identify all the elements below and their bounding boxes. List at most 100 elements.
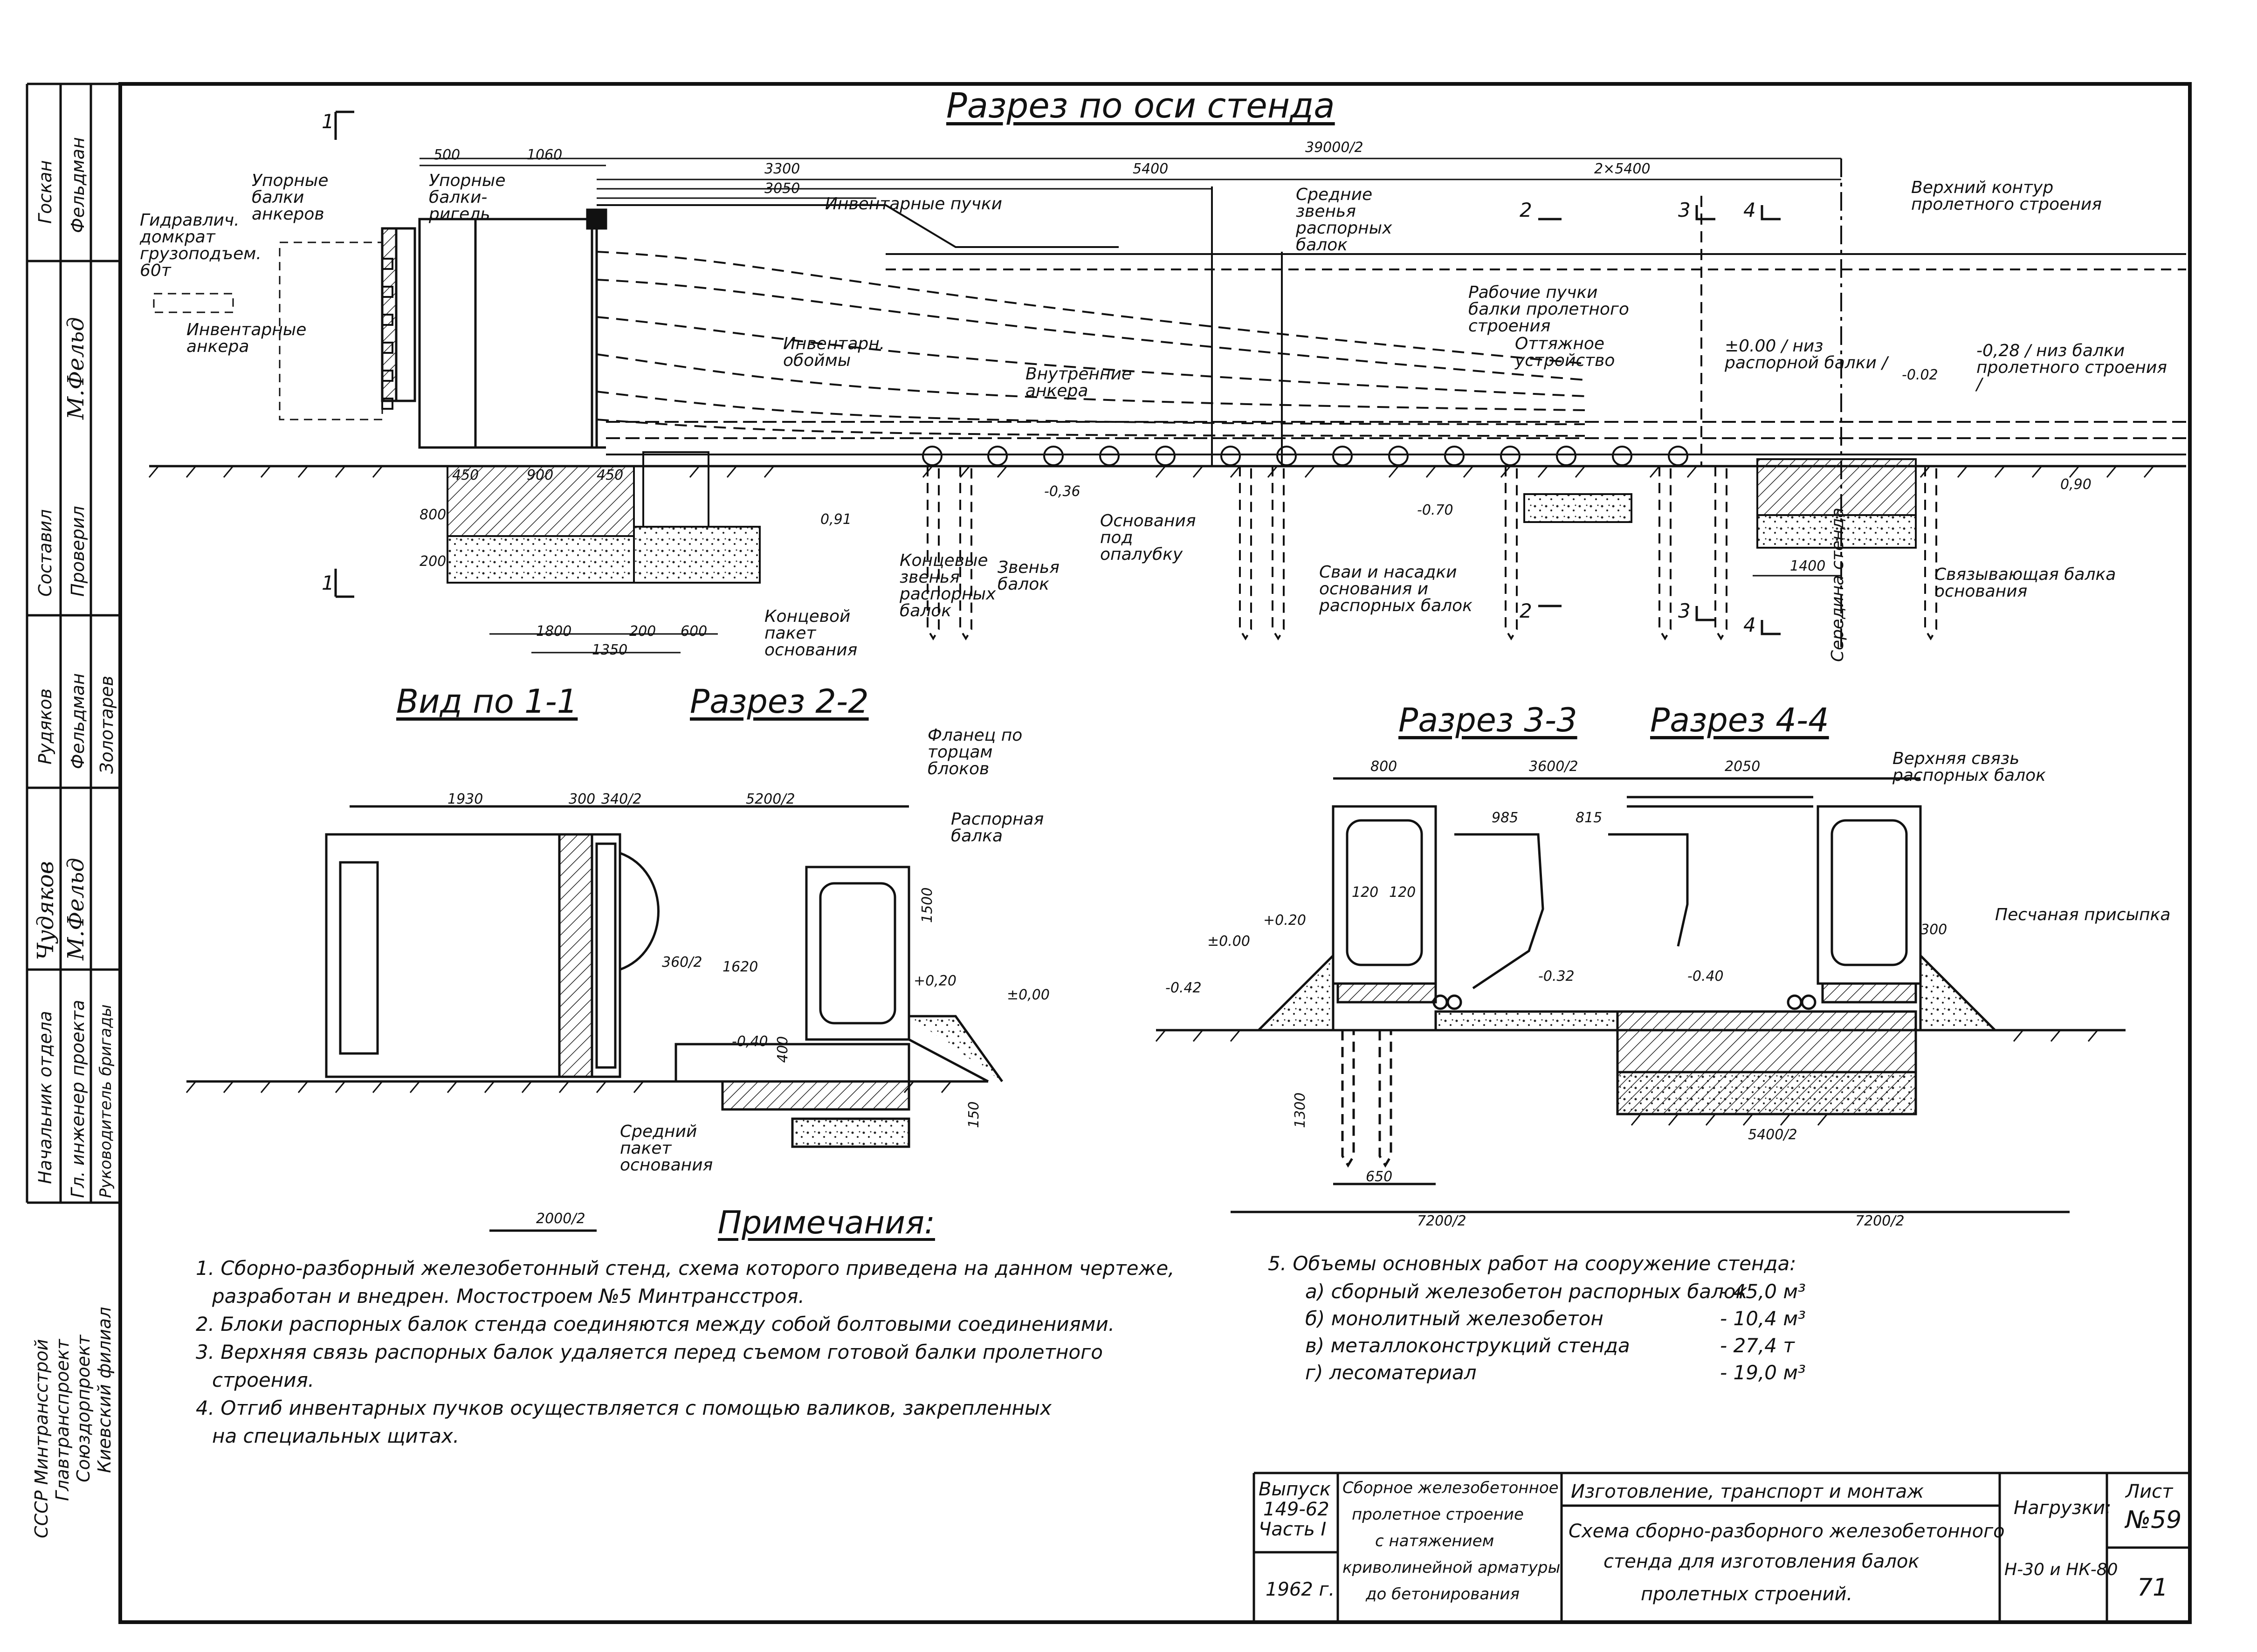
mark-4-bot: 4 xyxy=(1743,613,1756,636)
label-level-090: 0,90 xyxy=(2060,476,2092,493)
view-1-1-linework xyxy=(186,805,1004,1232)
piles xyxy=(927,466,1937,640)
v11-dim-5200: 5200/2 xyxy=(746,791,795,807)
dim-200: 200 xyxy=(420,553,447,570)
stamp-name-zolotarev: Золотарев xyxy=(96,675,117,774)
note-line: строения. xyxy=(212,1369,315,1391)
note-line: 3. Верхняя связь распорных балок удаляет… xyxy=(196,1341,1103,1363)
label-inner-anchors: Внутренние анкера xyxy=(1025,365,1132,400)
label-inventory-clips: Инвентарн. обоймы xyxy=(783,334,885,370)
tb-year: 1962 г. xyxy=(1266,1579,1335,1600)
s34-dim-2050: 2050 xyxy=(1725,758,1761,775)
volume-value: - 10,4 м³ xyxy=(1720,1307,1806,1330)
main-section-title: Разрез по оси стенда xyxy=(946,86,1335,126)
s34-dim-120b: 120 xyxy=(1389,884,1416,901)
volume-label: г) лесоматериал xyxy=(1305,1361,1477,1384)
mark-2-bot: 2 xyxy=(1520,599,1532,622)
axis-lines xyxy=(1211,158,1842,653)
right-foundation xyxy=(1523,458,1917,549)
stamp-signature-1: М.Фельд xyxy=(63,317,89,420)
dim-1060: 1060 xyxy=(527,147,563,163)
jack-outline xyxy=(153,241,383,420)
tb-loads-value: Н-30 и НК-80 xyxy=(2004,1560,2118,1579)
stamp-name-feldman: Фельдман xyxy=(68,137,88,233)
label-upper-contour: Верхний контур пролетного строения xyxy=(1911,178,2102,214)
volume-label: в) металлоконструкций стенда xyxy=(1305,1334,1630,1357)
volume-row: б) монолитный железобетон - 10,4 м³ xyxy=(1305,1309,1818,1336)
s34-dim-3600: 3600/2 xyxy=(1529,758,1578,775)
dim-500: 500 xyxy=(434,147,461,163)
label-level-091: 0,91 xyxy=(820,511,852,528)
dim-1350: 1350 xyxy=(592,642,628,658)
rollers xyxy=(922,446,1688,466)
tb-series-l2: пролетное строение xyxy=(1352,1505,1524,1524)
s34-dim-120a: 120 xyxy=(1352,884,1379,901)
s34-dim-1300: 1300 xyxy=(1292,1092,1308,1128)
label-inventory-anchors: Инвентарные анкера xyxy=(186,320,307,356)
v11-dim-300: 300 xyxy=(569,791,596,807)
v11-level-040: -0,40 xyxy=(732,1033,768,1050)
notes-title: Примечания: xyxy=(718,1205,935,1241)
sheet-border xyxy=(118,82,2192,1624)
s34-level-020: +0.20 xyxy=(1263,912,1306,929)
label-level-070: -0.70 xyxy=(1417,502,1453,518)
s34-level-042: -0.42 xyxy=(1165,980,1202,996)
tb-drawing-l1: Схема сборно-разборного железобетонного xyxy=(1569,1521,2005,1542)
dim-39000: 39000/2 xyxy=(1305,139,1363,156)
mark-1-top: 1 xyxy=(322,110,334,133)
mark-1-bot: 1 xyxy=(322,571,334,594)
label-end-package: Концевой пакет основания xyxy=(764,607,858,660)
tb-sheet-no: №59 xyxy=(2126,1506,2182,1534)
label-end-links: Концевые звенья распорных балок xyxy=(900,551,996,620)
stamp-role-sostavil: Составил xyxy=(35,509,55,597)
tb-page: 71 xyxy=(2137,1574,2168,1602)
stamp-signature-2: Чудяков xyxy=(33,861,59,960)
tb-series-l3: с натяжением xyxy=(1375,1532,1494,1550)
note-line: разработан и внедрен. Мостостроем №5 Мин… xyxy=(212,1285,805,1308)
volumes-table: а) сборный железобетон распорных балок -… xyxy=(1305,1282,1818,1390)
anchor-block xyxy=(381,208,607,449)
volumes-title: 5. Объемы основных работ на сооружение с… xyxy=(1268,1252,1796,1275)
label-inventory-bundles: Инвентарные пучки xyxy=(825,194,1003,213)
label-level-bottom-beam: -0,28 / низ балки пролетного строения / xyxy=(1976,341,2167,394)
section-2-2-title: Разрез 2-2 xyxy=(690,682,869,721)
stamp-org-l1: СССР Минтрансстрой xyxy=(31,1339,52,1538)
s34-label-sand-fill: Песчаная присыпка xyxy=(1995,905,2171,924)
tb-sheet-label: Лист xyxy=(2126,1481,2173,1502)
tb-series-l1: Сборное железобетонное xyxy=(1342,1479,1559,1497)
stamp-signature-3: М.Фельд xyxy=(63,858,89,960)
s34-dim-300: 300 xyxy=(1920,922,1947,938)
dim-900: 900 xyxy=(527,467,554,483)
volume-value: - 19,0 м³ xyxy=(1720,1361,1806,1384)
s34-dim-815: 815 xyxy=(1576,810,1603,826)
v11-label-flange: Фланец по торцам блоков xyxy=(928,726,1023,778)
volume-label: б) монолитный железобетон xyxy=(1305,1307,1603,1330)
volume-label: а) сборный железобетон распорных балок xyxy=(1305,1280,1748,1303)
bundle-outline xyxy=(597,204,1119,248)
anchor-stubs xyxy=(381,258,393,410)
tb-drawing-l2: стенда для изготовления балок xyxy=(1603,1551,1920,1572)
label-stop-beams: Упорные балки-ригель xyxy=(429,171,506,224)
volume-value: - 27,4 т xyxy=(1720,1334,1795,1357)
section-3-3-title: Разрез 3-3 xyxy=(1398,701,1577,739)
dim-3050: 3050 xyxy=(764,180,800,197)
mark-3-top: 3 xyxy=(1678,199,1691,221)
mark-3-bot: 3 xyxy=(1678,599,1691,622)
label-formwork-bases: Основания под опалубку xyxy=(1100,511,1196,564)
strut-beams xyxy=(606,421,2186,455)
label-level-bottom-strut: ±0.00 / низ распорной балки / xyxy=(1725,337,1888,372)
stamp-org-l2: Главтранспроект xyxy=(52,1339,73,1501)
dim-5400: 5400 xyxy=(1133,161,1169,177)
v11-dim-150: 150 xyxy=(966,1101,982,1128)
sections-3-4-linework xyxy=(1156,777,2126,1213)
left-foundation xyxy=(447,451,761,584)
s34-dim-800: 800 xyxy=(1370,758,1397,775)
dim-2x5400: 2×5400 xyxy=(1594,161,1651,177)
tb-section: Изготовление, транспорт и монтаж xyxy=(1571,1481,1924,1502)
stamp-role-goskan: Госкан xyxy=(35,160,55,224)
s34-dim-5400: 5400/2 xyxy=(1748,1127,1797,1143)
dim-450b: 450 xyxy=(597,467,624,483)
dim-200b: 200 xyxy=(629,623,656,640)
note-line: 4. Отгиб инвентарных пучков осуществляет… xyxy=(196,1397,1052,1419)
